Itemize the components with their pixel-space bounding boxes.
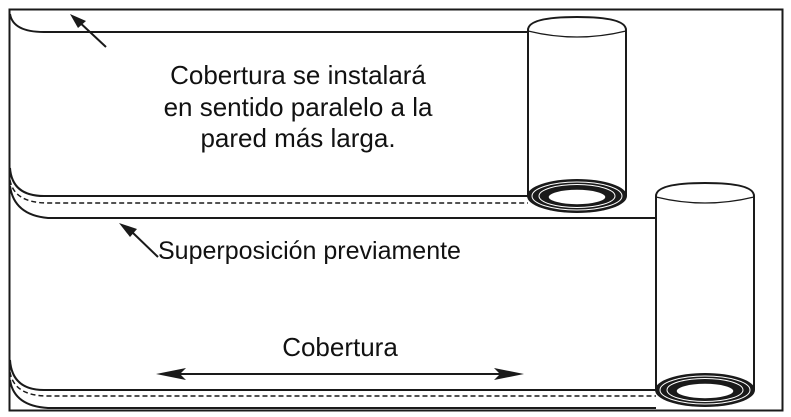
- top-left-arrow: [70, 14, 107, 48]
- overlap-label: Superposición previamente: [158, 237, 461, 265]
- top-label-line-2: en sentido paralelo a la: [164, 92, 433, 122]
- top-label-line-3: pared más larga.: [200, 123, 395, 153]
- lower-roll: [655, 181, 755, 407]
- coverage-label: Cobertura: [282, 332, 398, 362]
- lower-sheet: [9, 359, 656, 409]
- lower-dashed-line: [9, 371, 656, 397]
- overlap-arrow: [119, 223, 159, 258]
- diagram-frame: [8, 8, 784, 412]
- top-label-line-1: Cobertura se instalará: [170, 60, 426, 90]
- upper-roll: [527, 15, 627, 213]
- upper-sheet: [9, 13, 656, 219]
- upper-dashed-line: [9, 179, 528, 204]
- coverage-width-arrow: [156, 368, 524, 380]
